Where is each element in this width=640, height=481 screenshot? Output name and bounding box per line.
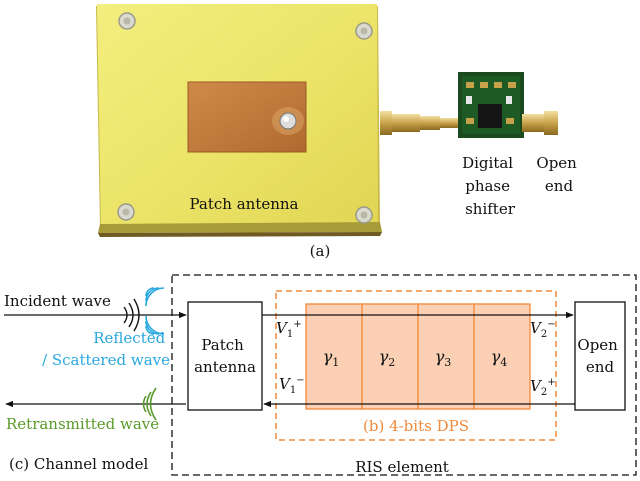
open-end-block-label: Open end — [577, 336, 622, 376]
channel-model-label: (c) Channel model — [9, 455, 148, 473]
sma-connector — [522, 111, 558, 135]
screw-icon — [118, 12, 136, 30]
gamma-cell — [417, 303, 475, 410]
dps-board — [458, 72, 524, 138]
patch-antenna-block — [187, 301, 263, 411]
patch-antenna-block-label: Patch antenna — [194, 336, 256, 376]
gamma-cell — [473, 303, 531, 410]
port-label-v2-plus: V2+ — [530, 377, 556, 398]
incident-wave-label: Incident wave — [4, 292, 111, 310]
screw-icon — [355, 22, 373, 40]
channel-model-diagram: γ1 γ2 γ3 γ4 Patch antenna Open end Incid… — [4, 274, 637, 476]
retransmitted-wave-icon — [142, 387, 157, 421]
gamma-label: γ2 — [379, 347, 396, 369]
reflected-wave-icon — [145, 287, 165, 335]
port-label-v2-minus: V2− — [530, 319, 556, 340]
port-label-v1-minus: V1− — [279, 375, 305, 396]
open-end-block — [574, 301, 626, 411]
gamma-cell — [305, 303, 363, 410]
gamma-label: γ1 — [323, 347, 340, 369]
sma-connector — [380, 111, 462, 135]
gamma-cell — [361, 303, 419, 410]
antenna-photo: Patch antenna Digital phase shifter Open… — [96, 4, 581, 260]
gamma-label: γ3 — [435, 347, 452, 369]
incident-wave-icon — [123, 298, 140, 332]
screw-icon — [117, 203, 135, 221]
reflected-wave-label: Reflected / Scattered wave — [42, 329, 170, 369]
port-label-v1-plus: V1+ — [276, 319, 302, 340]
ris-element-title: RIS element — [355, 458, 449, 476]
caption-a: (a) — [310, 242, 331, 260]
gamma-cells — [305, 303, 531, 410]
patch-antenna-label: Patch antenna — [190, 195, 299, 213]
screw-icon — [355, 206, 373, 224]
copper-patch — [187, 81, 307, 153]
open-end-label: Open end — [536, 154, 581, 195]
dps-label: Digital phase shifter — [462, 154, 518, 218]
gamma-label: γ4 — [491, 347, 508, 369]
retransmitted-wave-label: Retransmitted wave — [6, 415, 159, 433]
ris-element-boundary — [171, 274, 637, 476]
dps-boundary — [275, 290, 557, 441]
dps-title: (b) 4-bits DPS — [363, 417, 469, 435]
